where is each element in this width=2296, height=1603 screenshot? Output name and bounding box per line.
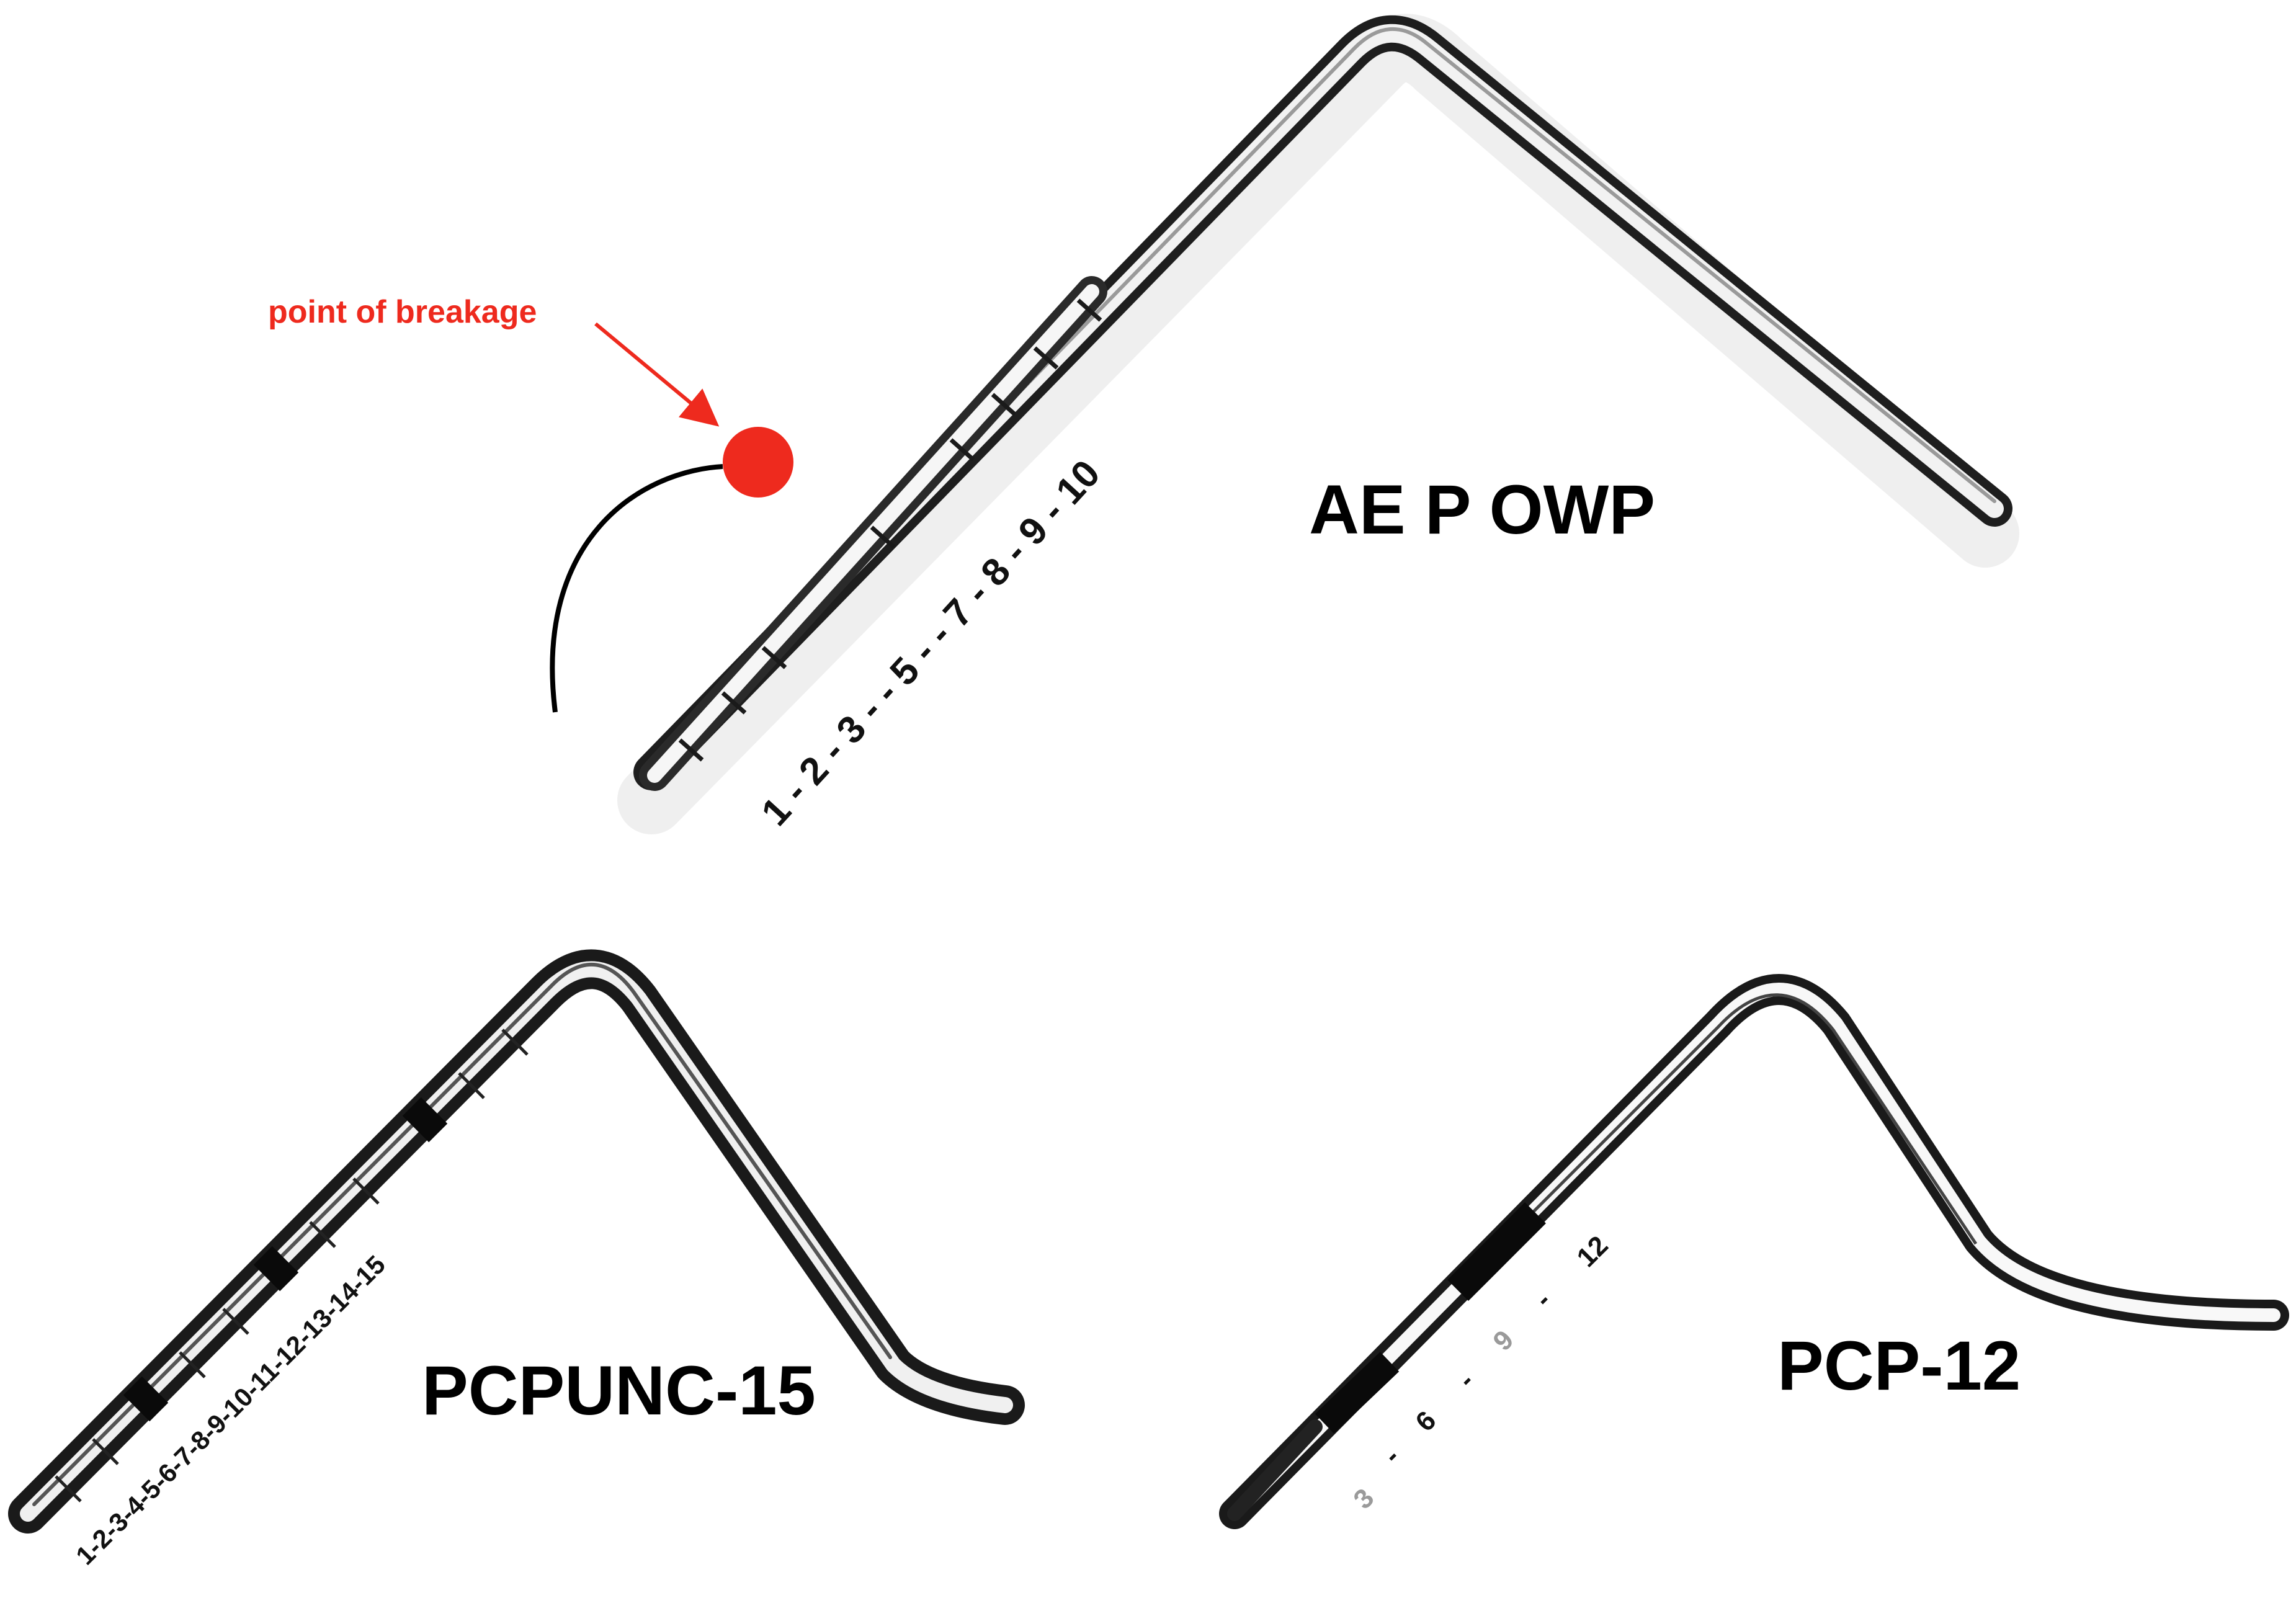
probe-shank-highlight (1228, 983, 2280, 1520)
probe-shank-highlight (642, 24, 2004, 782)
probe-ae-p-owp: 1 - 2 - 3 - - 5 - - 7 - 8 - 9 - 10 AE P … (617, 14, 2019, 834)
probe-shank (8, 949, 1025, 1534)
broken-tip-curve (550, 464, 723, 713)
breakage-arrow (594, 322, 720, 427)
scale-3: 3 (1347, 1483, 1380, 1515)
breakage-annotation: point of breakage (268, 294, 793, 713)
probe-shank (1219, 974, 2289, 1529)
breakage-label: point of breakage (268, 294, 537, 330)
probe-name-label: PCPUNC-15 (422, 1352, 816, 1429)
probe-pcp-12: 3 - 6 - 9 - 12 PCP-12 (1219, 974, 2289, 1529)
breakage-point-marker (723, 427, 793, 498)
probe-name-label: AE P OWP (1309, 471, 1655, 548)
probe-bands (123, 1097, 448, 1422)
scale-6: 6 (1409, 1405, 1442, 1437)
probe-shadow (617, 14, 2019, 834)
scale-dash: - (1452, 1366, 1480, 1394)
probe-grooves (678, 298, 1102, 762)
probe-band-upper (1447, 1202, 1546, 1301)
probe-ticks (55, 1029, 529, 1503)
probe-tip (1227, 1419, 1323, 1521)
probe-shank-sheen (653, 27, 1996, 768)
probe-shank-highlight (20, 961, 1013, 1522)
probe-band-lower (1315, 1352, 1400, 1434)
probe-shank-stripe (32, 963, 892, 1506)
scale-9: 9 (1487, 1324, 1519, 1357)
probe-name-label: PCP-12 (1777, 1327, 2021, 1404)
scale-dash: - (1529, 1285, 1557, 1313)
probe-pcpunc-15: 1-2-3-4-5-6-7-8-9-10-11-12-13-14-15 PCPU… (8, 949, 1025, 1570)
probe-shank-stripe (1531, 993, 1978, 1245)
scale-dash: - (1377, 1442, 1405, 1470)
scale-12: 12 (1571, 1230, 1614, 1273)
